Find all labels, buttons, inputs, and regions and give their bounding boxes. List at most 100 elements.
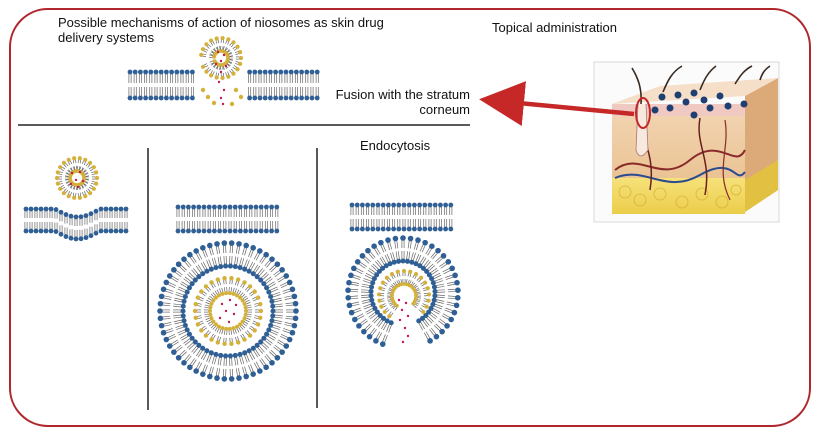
lipid-head	[242, 266, 248, 272]
lipid-head	[175, 204, 181, 210]
lipid-head	[205, 94, 211, 100]
lipid-head	[286, 279, 293, 286]
lipid-head	[246, 268, 252, 274]
lipid-head	[411, 301, 416, 306]
lipid-head	[432, 293, 438, 299]
lipid-head	[231, 71, 236, 76]
lipid-head	[201, 204, 207, 210]
lipid-head	[309, 95, 315, 101]
lipid-head	[371, 243, 377, 249]
lipid-head	[199, 328, 204, 333]
lipid-head	[91, 186, 96, 191]
lipid-head	[445, 259, 452, 265]
lipid-head	[380, 226, 386, 232]
lipid-head	[113, 228, 119, 234]
lipid-head	[91, 165, 96, 170]
lipid-head	[235, 277, 241, 282]
lipid-head	[431, 297, 437, 303]
lipid-head	[164, 95, 169, 101]
lipid-head	[370, 226, 376, 232]
lipid-head	[158, 69, 164, 75]
lipid-head	[54, 175, 60, 181]
lipid-head	[163, 336, 170, 343]
lipid-head	[238, 61, 243, 66]
lipid-head	[270, 303, 276, 309]
lipid-head	[423, 280, 428, 285]
drug-molecule	[219, 70, 223, 74]
lipid-head	[365, 226, 370, 232]
lipid-head	[193, 248, 199, 254]
lipid-head	[263, 251, 269, 258]
lipid-head	[455, 287, 461, 294]
lipid-head	[429, 243, 435, 249]
lipid-head	[235, 44, 240, 49]
lipid-head	[304, 95, 310, 101]
lipid-head	[200, 64, 206, 69]
outer-frame	[9, 8, 811, 427]
lipid-head	[227, 326, 232, 331]
lipid-head	[360, 202, 365, 208]
lipid-head	[228, 376, 235, 382]
lipid-head	[226, 74, 231, 79]
lipid-head	[213, 265, 219, 271]
lipid-head	[199, 52, 204, 57]
lipid-head	[294, 69, 299, 75]
lipid-head	[250, 271, 256, 277]
lipid-head	[193, 301, 198, 307]
lipid-head	[351, 265, 357, 272]
lipid-head	[390, 293, 394, 298]
lipid-head	[200, 47, 206, 52]
pointer-arrow	[479, 81, 635, 126]
lipid-head	[196, 228, 202, 234]
lipid-head	[426, 272, 432, 278]
lipid-head	[94, 181, 99, 186]
lipid-head	[231, 291, 236, 296]
lipid-head	[261, 281, 267, 287]
lipid-head	[432, 202, 438, 208]
lipid-head	[72, 156, 77, 161]
lipid-head	[160, 329, 167, 336]
lipid-head	[184, 327, 190, 333]
lipid-head	[200, 345, 206, 351]
drug-molecule	[214, 62, 218, 66]
drug-molecule	[217, 80, 221, 84]
lipid-head	[283, 69, 289, 75]
lipid-head	[374, 309, 380, 315]
lipid-head	[208, 266, 214, 272]
lipid-head	[240, 298, 245, 303]
lipid-head	[208, 350, 214, 356]
lipid-head	[229, 275, 234, 281]
lipid-head	[368, 288, 374, 294]
lipid-head	[379, 341, 386, 347]
lipid-head	[380, 265, 386, 271]
lipid-head	[232, 228, 238, 234]
lipid-head	[186, 331, 192, 337]
lipid-head	[258, 315, 263, 321]
lipid-head	[409, 259, 415, 265]
lipid-head	[404, 258, 410, 264]
lipid-head	[118, 228, 124, 234]
lipid-head	[207, 242, 213, 249]
lipid-head	[209, 316, 214, 321]
lipid-head	[237, 351, 243, 357]
lipid-head	[435, 247, 441, 254]
lipid-head	[370, 301, 376, 307]
lipid-head	[214, 241, 220, 247]
lipid-head	[242, 337, 247, 342]
lipid-head	[61, 191, 67, 196]
lipid-head	[263, 364, 269, 371]
lipid-head	[243, 228, 249, 234]
lipid-head	[309, 69, 315, 75]
lipid-head	[204, 348, 210, 354]
lipid-head	[227, 204, 233, 210]
lipid-head	[215, 277, 221, 282]
lipid-head	[180, 204, 186, 210]
drug-molecule	[227, 320, 231, 324]
lipid-head	[279, 267, 285, 273]
lipid-head	[190, 69, 195, 75]
lipid-head	[377, 298, 382, 303]
lipid-head	[243, 312, 248, 317]
lipid-head	[425, 286, 430, 291]
lipid-head	[406, 226, 412, 232]
lipid-head	[87, 191, 93, 196]
